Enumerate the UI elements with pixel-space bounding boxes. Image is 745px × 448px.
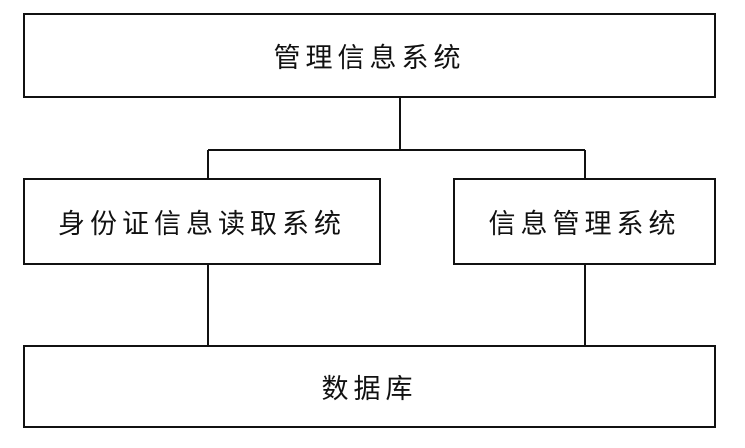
database-label: 数据库 bbox=[321, 374, 418, 405]
info-management-system-box: 信息管理系统 bbox=[453, 178, 716, 265]
id-card-reader-system-label: 身份证信息读取系统 bbox=[58, 209, 346, 240]
management-info-system-box: 管理信息系统 bbox=[23, 13, 716, 98]
management-info-system-label: 管理信息系统 bbox=[273, 43, 466, 74]
database-box: 数据库 bbox=[23, 345, 716, 428]
id-card-reader-system-box: 身份证信息读取系统 bbox=[23, 178, 381, 265]
info-management-system-label: 信息管理系统 bbox=[488, 209, 681, 240]
